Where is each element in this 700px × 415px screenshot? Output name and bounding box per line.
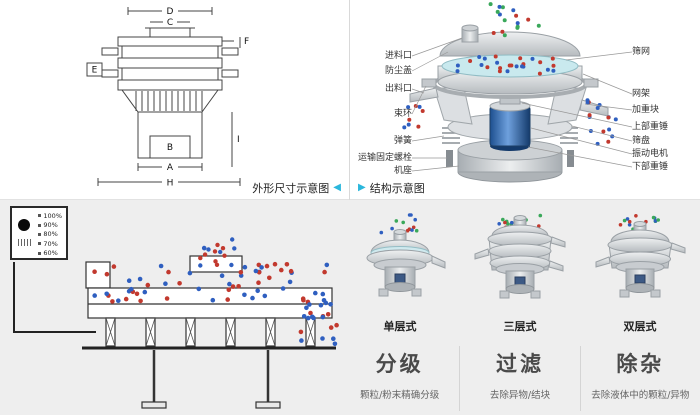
- level-value: 100%: [43, 211, 62, 220]
- dim-label-a: A: [167, 163, 174, 173]
- feed-inlet-graphic: [461, 24, 479, 43]
- function-impurity-removal: 除杂 去除液体中的颗粒/异物: [579, 346, 700, 411]
- dimension-diagram-panel: D C F E B I A H 外形尺寸示意图 ◀: [0, 0, 350, 200]
- label-feed-inlet: 进料口: [384, 51, 412, 61]
- structure-drawing: [402, 2, 633, 183]
- level-row: 100%: [38, 211, 62, 220]
- level-value: 90%: [43, 221, 58, 230]
- label-weight-block: 加重块: [632, 105, 660, 115]
- function-grading: 分级 颗粒/粉末精确分级: [340, 346, 459, 411]
- particles-feed: [488, 2, 541, 38]
- machine-type-single: 单层式: [340, 212, 460, 334]
- power-cord-graphic: [13, 262, 96, 333]
- control-panel: 100% 90% 80% 70% 60%: [10, 206, 68, 260]
- label-machine-base: 机座: [393, 166, 412, 176]
- function-title: 分级: [375, 352, 424, 376]
- dim-label-i: I: [237, 135, 240, 145]
- dim-label-b: B: [167, 143, 173, 153]
- function-row: 分级 颗粒/粉末精确分级 过滤 去除异物/结块 除杂 去除液体中的颗粒/异物: [340, 346, 700, 411]
- label-transport-bolt: 运输固定螺栓: [357, 153, 412, 163]
- power-button[interactable]: [18, 219, 30, 231]
- level-dot-icon: [38, 214, 42, 218]
- function-desc: 颗粒/粉末精确分级: [360, 390, 440, 401]
- working-illustration: 100% 90% 80% 70% 60%: [0, 200, 340, 415]
- level-row: 70%: [38, 239, 62, 248]
- level-dot-icon: [38, 242, 42, 246]
- dust-cover-graphic: [439, 31, 581, 57]
- vibration-motor-graphic: [489, 96, 531, 151]
- double-layer-figure: [595, 214, 686, 298]
- level-value: 80%: [43, 230, 58, 239]
- three-layer-label: 三层式: [503, 320, 537, 333]
- spring-hatch: [135, 91, 203, 111]
- label-clamp-ring: 束环: [393, 109, 412, 119]
- structure-diagram-panel: 进料口 防尘盖 出料口 束环 弹簧 运输固定螺栓 机座 筛网 网架 加重块 上部…: [350, 0, 700, 200]
- level-row: 90%: [38, 220, 62, 229]
- particles-right-spill: [585, 98, 618, 146]
- level-dot-icon: [38, 251, 42, 255]
- level-row: 80%: [38, 230, 62, 239]
- dimension-drawing: D C F E B I A H: [86, 7, 250, 189]
- structure-caption-text: 结构示意图: [369, 182, 425, 195]
- label-lower-hammer: 下部重锤: [632, 162, 669, 172]
- structure-caption: ▶ 结构示意图: [358, 180, 425, 196]
- particles-deck: [455, 54, 556, 76]
- dim-label-d: D: [167, 7, 174, 17]
- label-discharge-outlet: 出料口: [384, 84, 412, 94]
- level-value: 70%: [43, 239, 58, 248]
- label-dust-cover: 防尘盖: [384, 66, 412, 76]
- level-dot-icon: [38, 223, 42, 227]
- particles-feed-stream: [198, 237, 237, 268]
- single-layer-label: 单层式: [383, 320, 417, 333]
- right-spout-graphic: [579, 99, 609, 117]
- dim-label-c: C: [167, 18, 173, 28]
- dimension-machine-outline: [86, 7, 241, 186]
- dim-label-f: F: [244, 37, 249, 47]
- function-title: 过滤: [495, 352, 544, 376]
- dim-label-h: H: [167, 179, 174, 189]
- label-mesh-frame: 网架: [632, 89, 651, 99]
- machine-type-triple: 三层式: [460, 212, 580, 334]
- single-layer-figure: [366, 213, 446, 297]
- machine-type-row: 单层式: [340, 212, 700, 334]
- panel-markings: [18, 239, 31, 246]
- level-row: 60%: [38, 249, 62, 258]
- label-sieve-plate: 筛盘: [632, 136, 651, 146]
- dimension-labels: D C F E B I A H: [92, 7, 250, 189]
- particles: [379, 213, 419, 235]
- support-legs-graphic: [141, 350, 281, 409]
- discharge-outlet-graphic: [409, 87, 439, 103]
- level-value: 60%: [43, 249, 58, 258]
- label-upper-hammer: 上部重锤: [632, 122, 669, 132]
- machine-type-double: 双层式: [580, 212, 700, 334]
- particles-discharge: [298, 298, 339, 347]
- function-desc: 去除液体中的颗粒/异物: [591, 390, 690, 401]
- function-title: 除杂: [616, 352, 665, 376]
- sieve-deck-graphic: [85, 255, 333, 347]
- three-layer-figure: [474, 213, 566, 299]
- dimension-caption: 外形尺寸示意图 ◀: [252, 180, 341, 196]
- left-triangle-icon: ◀: [333, 182, 341, 193]
- label-spring: 弹簧: [393, 136, 412, 146]
- level-indicator-list: 100% 90% 80% 70% 60%: [38, 211, 62, 258]
- level-dot-icon: [38, 232, 42, 236]
- leader-lines: [411, 37, 633, 172]
- particles-on-deck: [92, 261, 330, 304]
- machine-base-graphic: [446, 139, 574, 183]
- label-vibration-motor: 振动电机: [632, 149, 669, 159]
- label-screen-mesh: 筛网: [632, 47, 651, 57]
- transport-bolt-graphic: [446, 150, 453, 167]
- function-desc: 去除异物/结块: [489, 390, 551, 401]
- types-and-functions: 单层式: [340, 200, 700, 415]
- dim-label-e: E: [92, 66, 98, 76]
- side-view-machine-drawing: [13, 237, 339, 409]
- top-section: D C F E B I A H 外形尺寸示意图 ◀: [0, 0, 700, 200]
- post-bracing-graphic: [105, 317, 316, 347]
- double-layer-label: 双层式: [623, 320, 657, 333]
- particles: [618, 214, 660, 231]
- bottom-section: 100% 90% 80% 70% 60%: [0, 200, 700, 415]
- dimension-caption-text: 外形尺寸示意图: [252, 182, 330, 195]
- right-triangle-icon: ▶: [358, 182, 366, 193]
- function-filtering: 过滤 去除异物/结块: [459, 346, 579, 411]
